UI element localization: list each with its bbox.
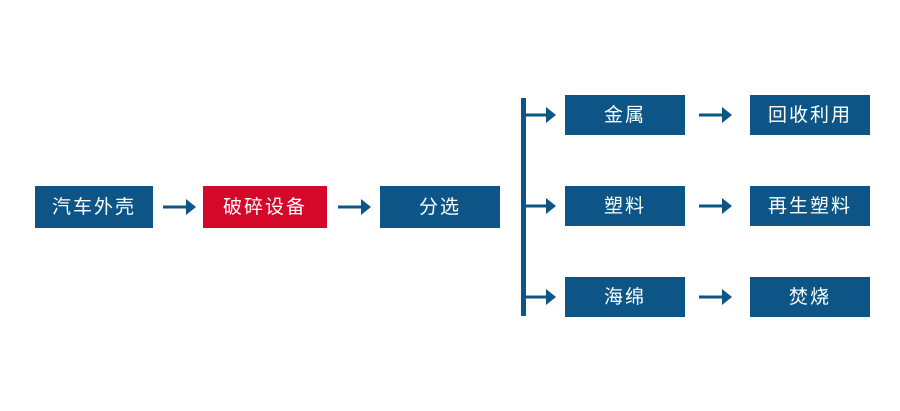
branch-arrow-right-icon: [524, 102, 558, 128]
branch-arrow-right-icon: [524, 193, 558, 219]
node-material-plastic[interactable]: 塑料: [565, 186, 685, 226]
node-material-metal[interactable]: 金属: [565, 95, 685, 135]
node-destination-incineration[interactable]: 焚烧: [750, 277, 870, 317]
node-car-shell[interactable]: 汽车外壳: [35, 186, 153, 228]
arrow-right-icon: [698, 193, 734, 219]
node-material-sponge[interactable]: 海绵: [565, 277, 685, 317]
arrow-right-icon: [698, 102, 734, 128]
arrow-right-icon: [337, 194, 373, 220]
arrow-right-icon: [162, 194, 198, 220]
node-crushing-equipment[interactable]: 破碎设备: [203, 186, 327, 228]
node-destination-regenerated-plastic[interactable]: 再生塑料: [750, 186, 870, 226]
node-destination-recycle[interactable]: 回收利用: [750, 95, 870, 135]
branch-split-bar: [521, 98, 526, 316]
arrow-right-icon: [698, 284, 734, 310]
node-sorting[interactable]: 分选: [380, 186, 500, 228]
branch-arrow-right-icon: [524, 284, 558, 310]
